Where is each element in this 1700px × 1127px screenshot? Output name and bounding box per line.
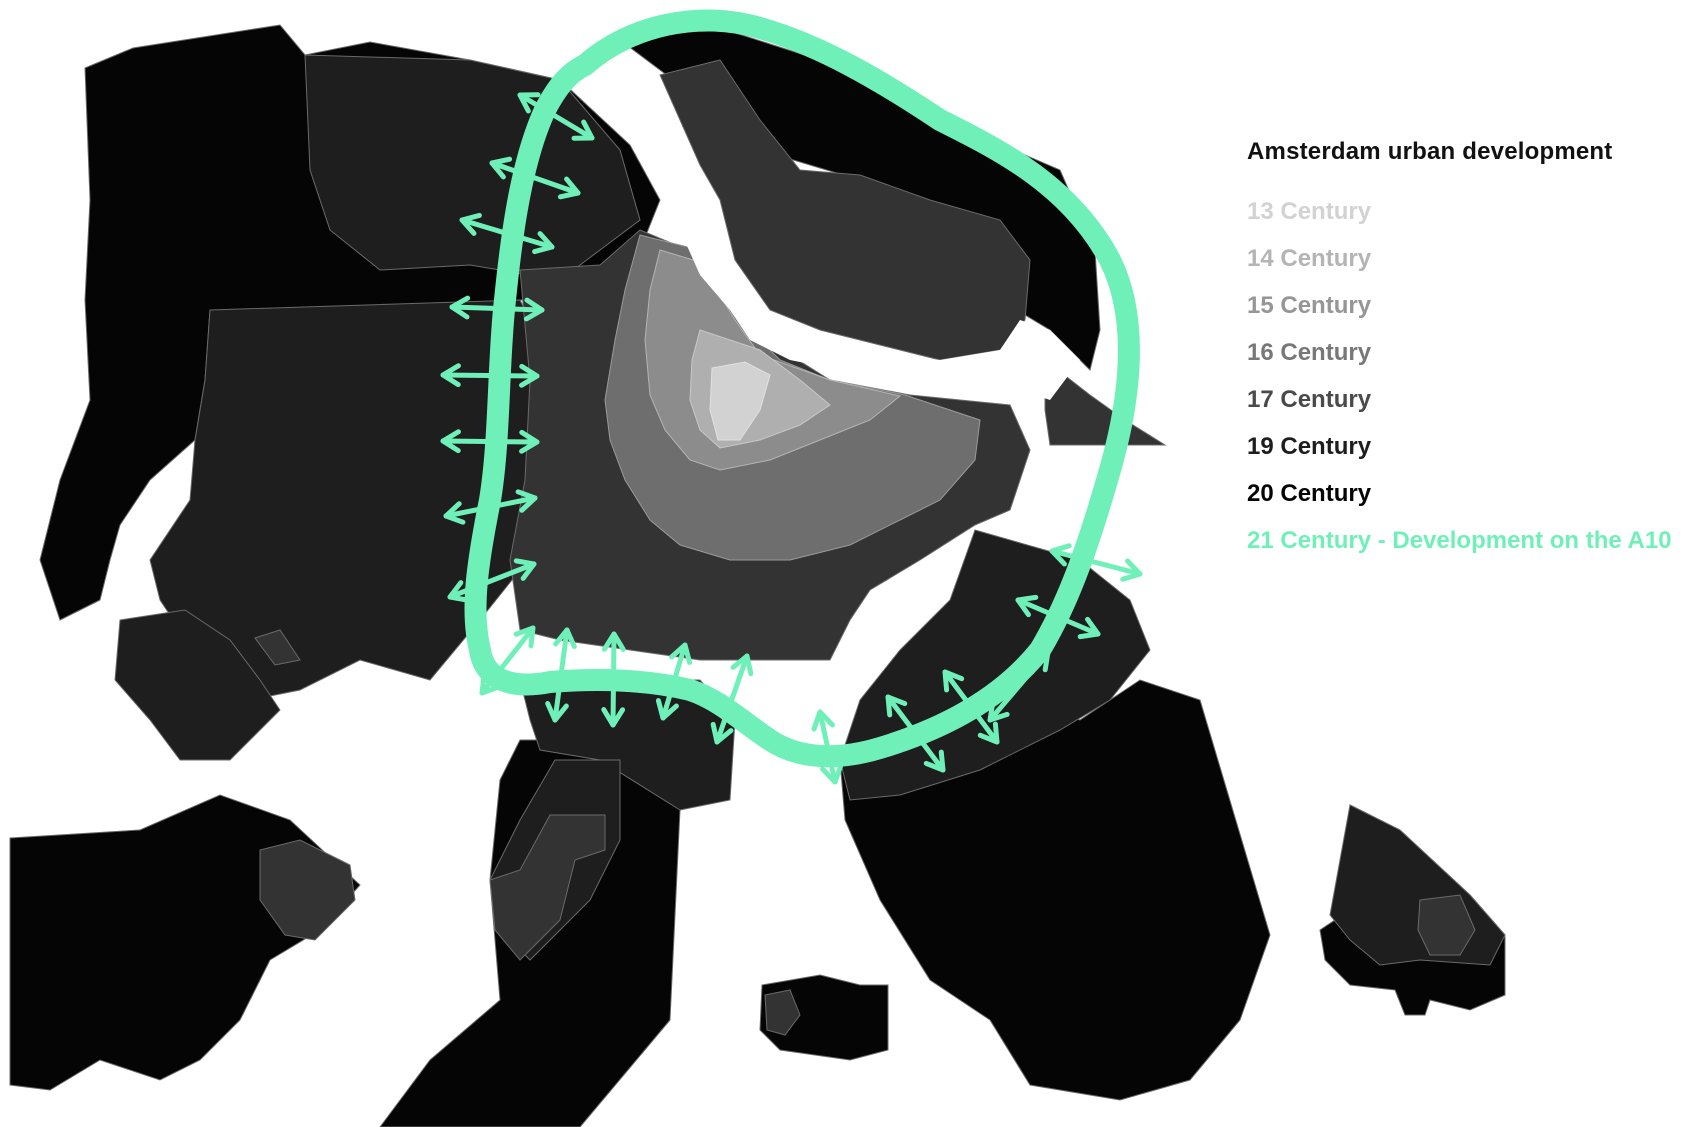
double-arrow-icon [517,92,595,141]
legend-item: 19 Century [1247,433,1372,460]
legend-title: Amsterdam urban development [1247,138,1613,165]
double-arrow-icon [443,489,538,525]
district-17c-southwest-pocket [259,839,356,941]
legend-item: 20 Century [1247,480,1372,507]
district-17c-east-pocket [1417,894,1476,956]
legend-item: 21 Century - Development on the A10 [1247,527,1672,554]
double-arrow-icon [440,429,540,454]
double-arrow-icon [479,625,536,696]
district-south-east [839,679,1271,1101]
expansion-arrows [440,92,1143,785]
legend-item: 17 Century [1247,386,1372,413]
district-13c-core [709,361,771,441]
district-east-small [1329,804,1506,966]
legend-item: 13 Century [1247,198,1372,225]
legend-item: 16 Century [1247,339,1372,366]
double-arrow-icon [1049,543,1143,582]
water-ij [615,95,1080,400]
legend-items: 13 Century 14 Century 15 Century 16 Century… [1247,188,1672,564]
double-arrow-icon [811,709,844,785]
double-arrow-icon [489,156,581,200]
double-arrow-icon [601,631,626,728]
layer-13-century [709,361,771,441]
district-17c-small-south [764,989,801,1036]
double-arrow-icon [449,295,545,322]
double-arrow-icon [1015,594,1101,640]
double-arrow-icon [440,363,540,388]
district-nieuw-west [114,609,281,761]
district-north-west-inner [304,54,641,281]
district-17c-west-pocket [254,629,301,666]
double-arrow-icon [545,627,577,723]
double-arrow-icon [459,212,555,255]
legend-item: 15 Century [1247,292,1372,319]
double-arrow-icon [987,649,1051,723]
double-arrow-icon [710,653,754,745]
double-arrow-icon [655,642,693,721]
district-17c-south-pocket [489,814,606,961]
district-south-west [9,794,361,1091]
double-arrow-icon [447,558,537,603]
district-17c-east-island [1044,358,1167,446]
legend-item: 14 Century [1247,245,1372,272]
legend: Amsterdam urban development 13 Century 14… [1247,138,1672,564]
ij-river [615,95,1080,400]
double-arrow-icon [885,694,946,773]
double-arrow-icon [942,669,1000,745]
